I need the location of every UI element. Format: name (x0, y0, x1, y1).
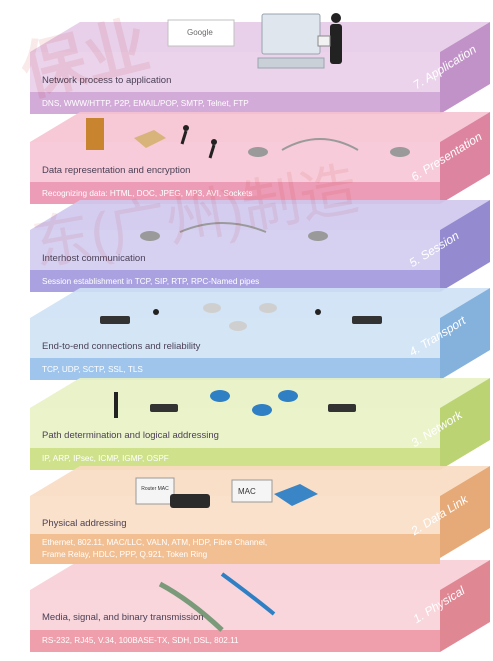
layer-7-side-face (440, 22, 490, 114)
search-logo-text: Google (187, 28, 213, 37)
runner-icon-1 (183, 125, 189, 131)
computer-icon (261, 13, 321, 55)
runner-icon-2 (211, 139, 217, 145)
layer-3-side-face (440, 378, 490, 470)
router-icon-5a (140, 231, 160, 241)
person-head-icon (331, 13, 341, 23)
layer-6-protocols: Recognizing data: HTML, DOC, JPEG, MP3, … (42, 189, 253, 198)
layer-7-protocols: DNS, WWW/HTTP, P2P, EMAIL/POP, SMTP, Tel… (42, 99, 249, 108)
layer-1-description: Media, signal, and binary transmission (42, 612, 204, 623)
router-icon-3c (278, 390, 298, 402)
layer-1-protocols: RS-232, RJ45, V.34, 100BASE-TX, SDH, DSL… (42, 636, 239, 645)
layer-2-description: Physical addressing (42, 518, 127, 529)
layer-5-top-face (30, 200, 490, 230)
layer-3-top-face (30, 378, 490, 408)
cable-icon-2 (220, 572, 276, 616)
layer-2-protocols-line1: Ethernet, 802.11, MAC/LLC, VALN, ATM, HD… (42, 538, 268, 547)
router-icon-4a (203, 303, 221, 313)
keyboard-icon (257, 57, 325, 69)
layer-2-protocols-line2: Frame Relay, HDLC, PPP, Q.921, Token Rin… (42, 550, 208, 559)
router-icon-4b (229, 321, 247, 331)
box-icon (134, 130, 166, 148)
layer-6-side-face (440, 112, 490, 204)
runner-body-icon-1 (180, 130, 188, 145)
layer-2-protocol-band-extended (30, 534, 440, 564)
access-point-icon-4b (352, 316, 382, 324)
layer-4-top-face (30, 288, 490, 318)
layer-1-top-face (30, 560, 490, 590)
browser-window-icon (167, 19, 235, 47)
router-icon-5b (308, 231, 328, 241)
mac-label: MAC (238, 487, 256, 496)
runner-icon-4a (153, 309, 159, 315)
layer-4-description: End-to-end connections and reliability (42, 341, 201, 352)
router-icon-6b (390, 147, 410, 157)
layer-6-description: Data representation and encryption (42, 165, 191, 176)
layer-7-protocol-band (30, 92, 440, 114)
runner-icon-4b (315, 309, 321, 315)
router-icon-4c (259, 303, 277, 313)
access-point-icon-3a (150, 404, 178, 412)
layer-5-side-face (440, 200, 490, 292)
router-icon-3a (210, 390, 230, 402)
router-icon-2 (170, 494, 210, 508)
mac-card-icon (231, 479, 273, 503)
layer-4-side-face (440, 288, 490, 380)
person-icon (330, 24, 342, 64)
layer-4-protocol-band (30, 358, 440, 380)
layer-1-side-face (440, 560, 490, 652)
layer-7-top-face (30, 22, 490, 52)
layer-6-protocol-band (30, 182, 440, 204)
runner-body-icon-2 (208, 144, 216, 159)
router-mac-card-icon (135, 477, 175, 505)
layer-5-protocol-band (30, 270, 440, 292)
bridge-icon-6 (281, 138, 359, 151)
router-mac-label: Router MAC (141, 486, 169, 492)
atm-icon (86, 118, 104, 150)
letter-icon (317, 35, 331, 47)
router-icon-3b (252, 404, 272, 416)
layer-4-protocols: TCP, UDP, SCTP, SSL, TLS (42, 365, 143, 374)
access-point-icon-4a (100, 316, 130, 324)
layer-5-description: Interhost communication (42, 253, 146, 264)
bridge-icon-5 (179, 222, 267, 233)
switch-icon (274, 484, 318, 506)
layer-2-side-face (440, 466, 490, 558)
flag-icon (114, 392, 118, 418)
layer-3-protocols: IP, ARP, IPsec, ICMP, IGMP, OSPF (42, 454, 169, 463)
layer-3-protocol-band (30, 448, 440, 470)
layer-5-protocols: Session establishment in TCP, SIP, RTP, … (42, 277, 260, 286)
layer-3-description: Path determination and logical addressin… (42, 430, 219, 441)
layer-1-protocol-band (30, 630, 440, 652)
access-point-icon-3b (328, 404, 356, 412)
layer-7-description: Network process to application (42, 75, 172, 86)
router-icon-6a (248, 147, 268, 157)
cable-icon-1 (158, 581, 224, 632)
